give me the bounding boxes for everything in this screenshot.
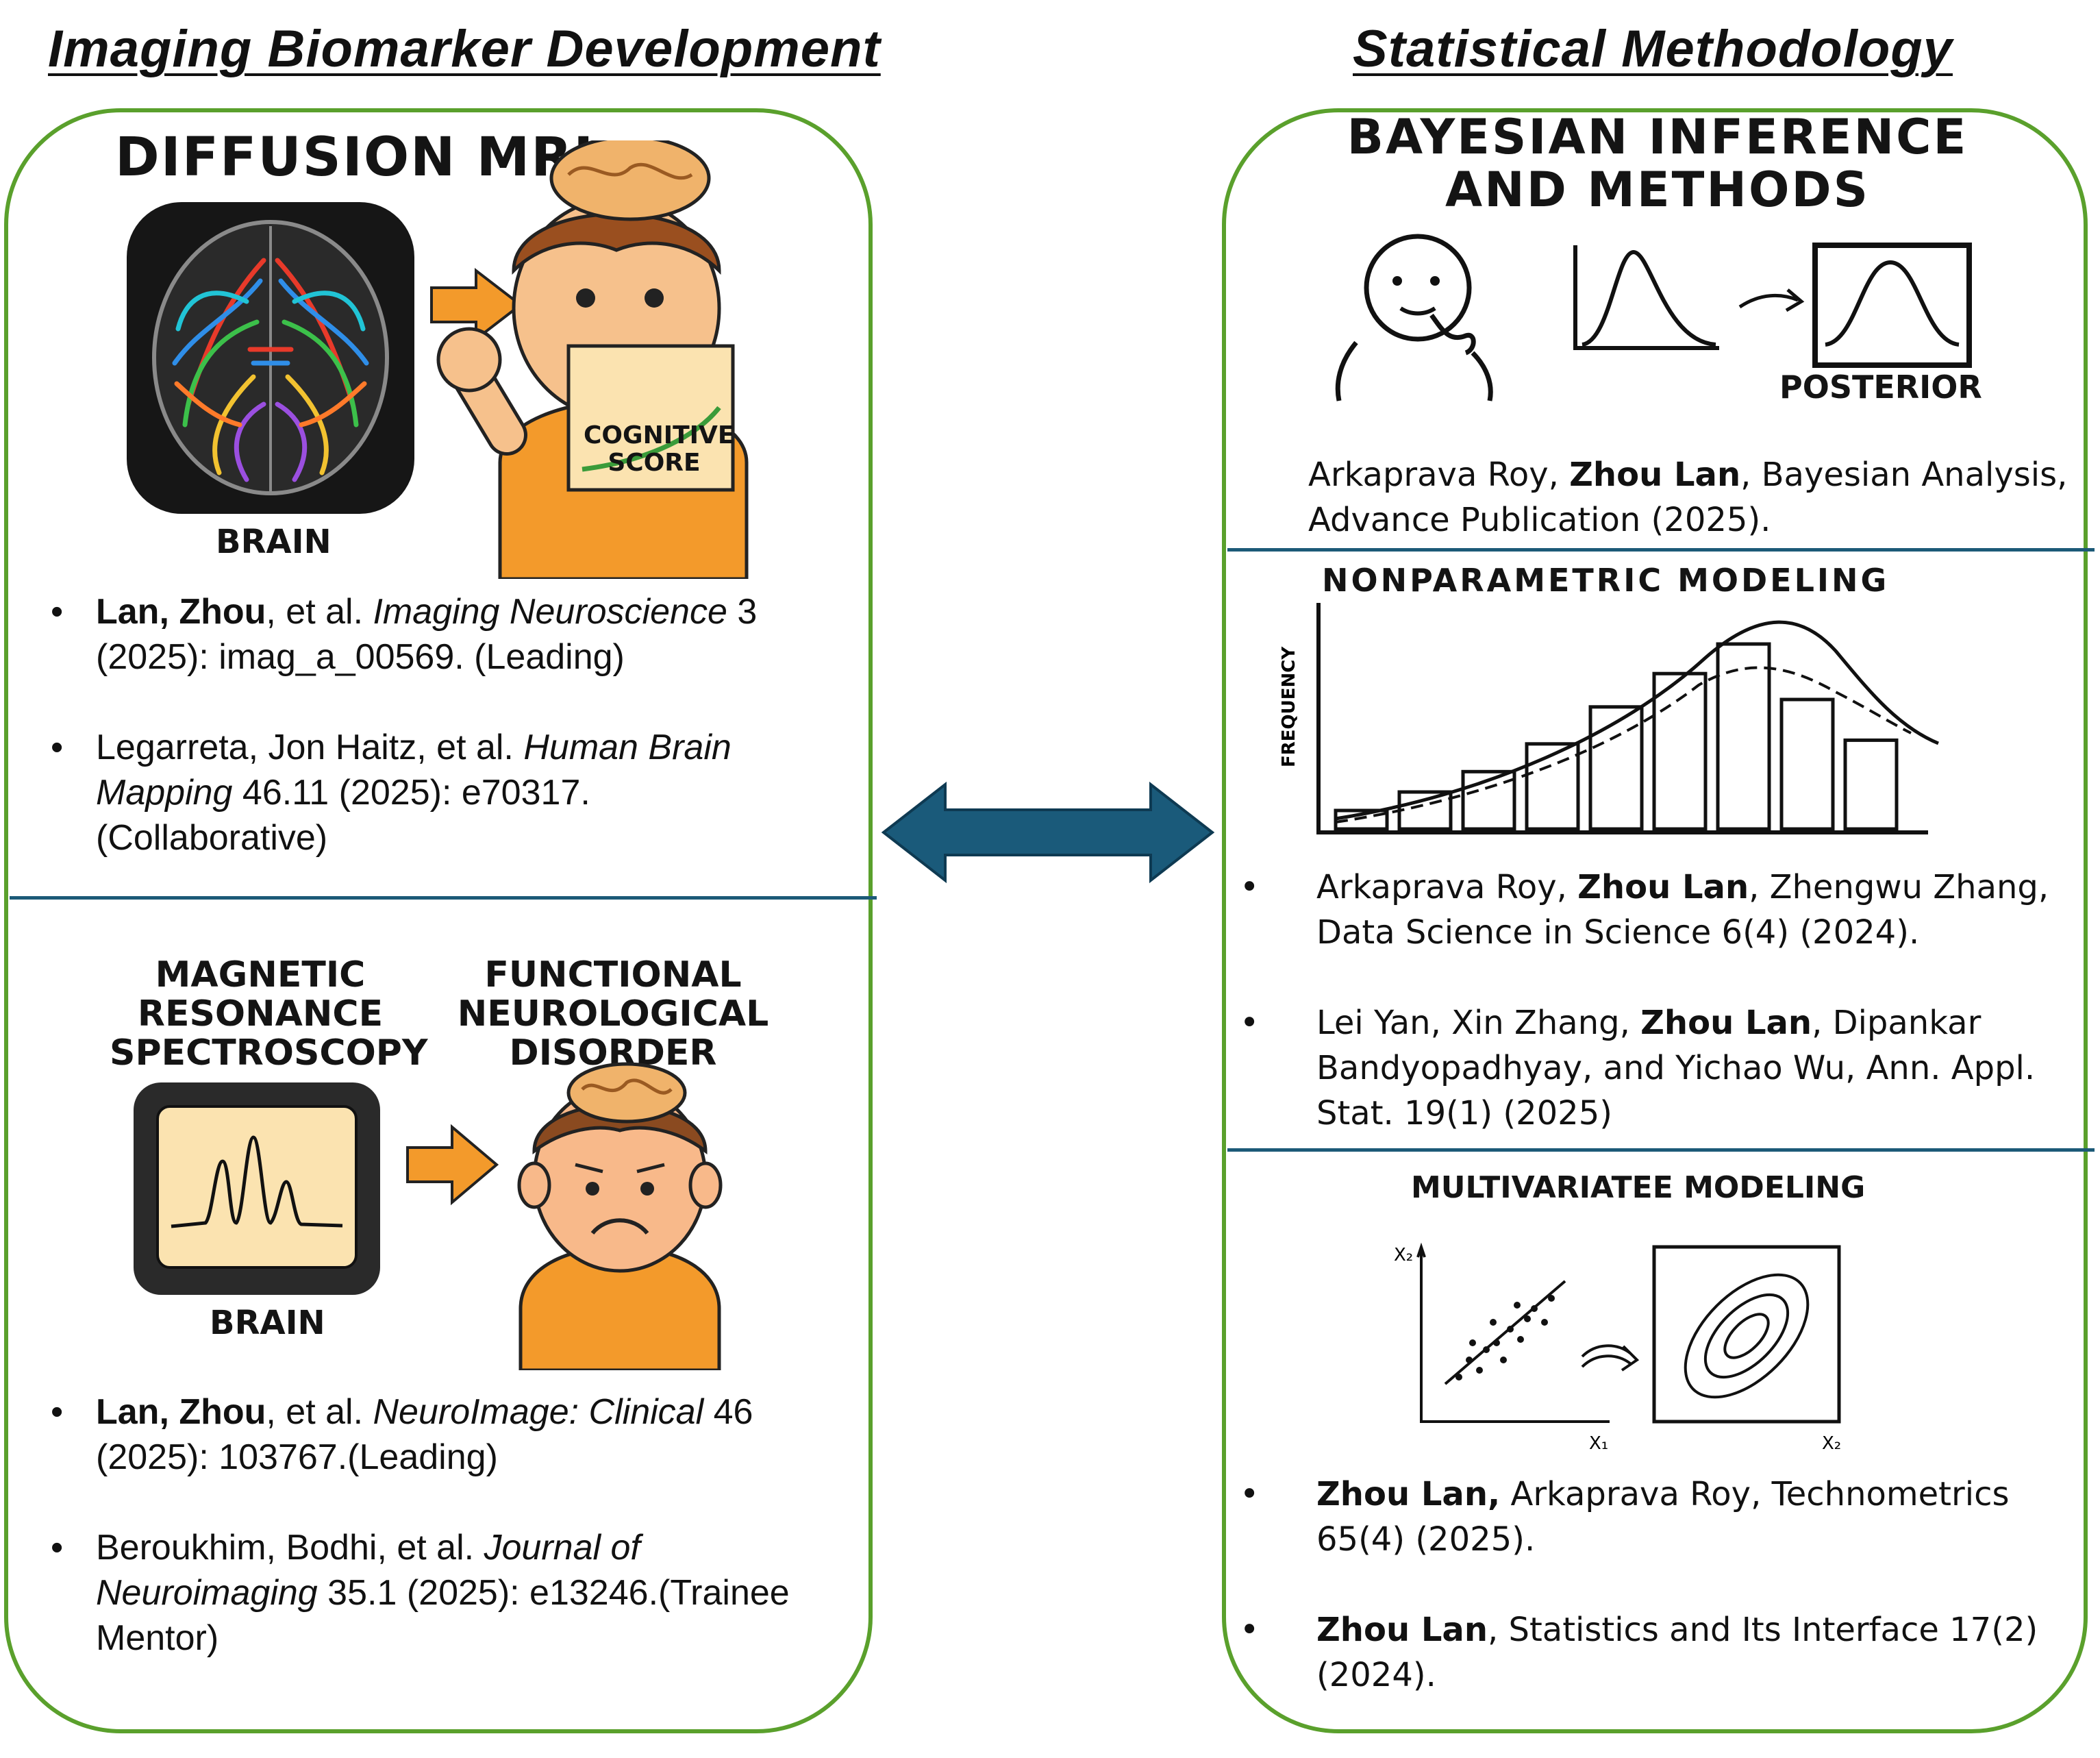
mrs-heading-line-3: SPECTROSCOPY bbox=[110, 1032, 428, 1074]
spectroscopy-monitor-image bbox=[134, 1082, 380, 1295]
ref-bayesian-analysis: Arkaprava Roy, Zhou Lan, Bayesian Analys… bbox=[1260, 452, 2100, 543]
ref-author-bold: Lan, Zhou bbox=[96, 592, 266, 632]
ref-author-bold: Zhou Lan bbox=[1640, 1004, 1812, 1042]
ref-rest: 46 (2025): 103767.(Leading) bbox=[96, 1392, 753, 1477]
ref-journal: Imaging Neuroscience bbox=[373, 592, 727, 632]
histogram-chart: FREQUENCY bbox=[1279, 603, 1939, 834]
multivariate-diagram: X₂ X₁ X₂ bbox=[1394, 1242, 1841, 1452]
ref-journal: NeuroImage: Clinical bbox=[373, 1392, 704, 1432]
ref-rest: , Statistics and Its Interface 17(2) (20… bbox=[1316, 1611, 2038, 1694]
statistics-panel bbox=[1222, 108, 2088, 1733]
right-divider-2 bbox=[1227, 1148, 2095, 1152]
histogram-bar bbox=[1397, 790, 1453, 831]
nonparam-refs: •Arkaprava Roy, Zhou Lan, Zhengwu Zhang,… bbox=[1240, 865, 2062, 1136]
ref-pre: Legarreta, Jon Haitz, et al. bbox=[96, 728, 524, 767]
multivariate-heading: MULTIVARIATEE MODELING bbox=[1411, 1170, 1866, 1205]
ref-pre: Arkaprava Roy, bbox=[1316, 868, 1578, 906]
histogram-bar bbox=[1652, 671, 1708, 831]
fnd-heading: FUNCTIONAL NEUROLOGICAL DISORDER bbox=[455, 954, 771, 1074]
mrs-brain-label: BRAIN bbox=[210, 1304, 325, 1342]
mrs-heading: MAGNETIC RESONANCE SPECTROSCOPY bbox=[110, 954, 428, 1074]
histogram-bar bbox=[1461, 769, 1516, 831]
bullet: • bbox=[1240, 1004, 1260, 1042]
dmri-brain-label: BRAIN bbox=[216, 523, 332, 561]
imaging-refs-bottom: •Lan, Zhou, et al. NeuroImage: Clinical … bbox=[48, 1389, 815, 1661]
bidirectional-arrow-icon bbox=[881, 781, 1215, 884]
tractography-brain-image bbox=[127, 202, 414, 514]
ref-author-bold: Zhou Lan bbox=[1569, 456, 1741, 494]
ref-rest: , Dipankar Bandyopadhyay, and Yichao Wu,… bbox=[1316, 1004, 2036, 1132]
posterior-label: POSTERIOR bbox=[1779, 369, 1982, 406]
thinking-person-icon bbox=[1335, 234, 1493, 401]
bullet: • bbox=[1240, 868, 1260, 906]
ref-ann-appl-stat: • Lei Yan, Xin Zhang, Zhou Lan, Dipankar … bbox=[1240, 1000, 2062, 1136]
ref-rest: Arkaprava Roy, Technometrics 65(4) (2025… bbox=[1316, 1475, 2010, 1559]
x2-axis-label-left: X₂ bbox=[1394, 1245, 1413, 1265]
right-section-title: Statistical Methodology bbox=[1353, 20, 1953, 78]
histogram-bar bbox=[1525, 742, 1580, 831]
ref-technometrics: • Zhou Lan, Arkaprava Roy, Technometrics … bbox=[1240, 1472, 2062, 1562]
histogram-bar bbox=[1716, 642, 1771, 831]
ref-pre: , et al. bbox=[266, 1392, 373, 1432]
orange-arrow-icon bbox=[406, 1124, 499, 1206]
ref-journal-of-neuroimaging: • Beroukhim, Bodhi, et al. Journal of Neu… bbox=[48, 1525, 815, 1661]
ref-human-brain-mapping: • Legarreta, Jon Haitz, et al. Human Brai… bbox=[48, 725, 815, 861]
cognitive-score-label: COGNITIVE SCORE bbox=[584, 421, 735, 477]
ref-rest: , Zhengwu Zhang, Data Science in Science… bbox=[1316, 868, 2049, 952]
bayes-heading: BAYESIAN INFERENCE AND METHODS bbox=[1301, 111, 2014, 216]
left-divider bbox=[10, 896, 877, 900]
bullet: • bbox=[1240, 1475, 1260, 1513]
ref-pre: , et al. bbox=[266, 592, 373, 632]
bullet: • bbox=[51, 728, 64, 767]
bayes-heading-line-2: AND METHODS bbox=[1445, 162, 1871, 218]
ref-imaging-neuroscience: •Lan, Zhou, et al. Imaging Neuroscience … bbox=[48, 589, 815, 680]
fnd-heading-line-2: NEUROLOGICAL bbox=[457, 993, 769, 1035]
imaging-refs-top: •Lan, Zhou, et al. Imaging Neuroscience … bbox=[48, 589, 815, 861]
bullet: • bbox=[51, 1392, 64, 1432]
mrs-heading-line-1: MAGNETIC bbox=[155, 954, 366, 995]
ref-author-bold: Zhou Lan, bbox=[1316, 1475, 1501, 1513]
ref-pre: Lei Yan, Xin Zhang, bbox=[1316, 1004, 1641, 1042]
bullet: • bbox=[51, 592, 64, 632]
ref-rest: 35.1 (2025): e13246.(Trainee Mentor) bbox=[96, 1573, 790, 1658]
histogram-bar bbox=[1843, 738, 1899, 831]
bullet: • bbox=[51, 1528, 64, 1568]
ref-pre: Arkaprava Roy, bbox=[1308, 456, 1570, 494]
right-divider-1 bbox=[1227, 548, 2095, 552]
cognitive-score-line-2: SCORE bbox=[608, 448, 701, 477]
multivariate-refs: • Zhou Lan, Arkaprava Roy, Technometrics … bbox=[1240, 1472, 2062, 1698]
ref-journal: Human Brain Mapping bbox=[96, 728, 732, 813]
left-section-title: Imaging Biomarker Development bbox=[48, 20, 881, 78]
diffusion-mri-heading: DIFFUSION MRI bbox=[115, 127, 595, 188]
ref-rest: , Bayesian Analysis, Advance Publication… bbox=[1308, 456, 2068, 539]
ref-author-bold: Zhou Lan bbox=[1316, 1611, 1488, 1649]
fnd-heading-line-1: FUNCTIONAL bbox=[484, 954, 742, 995]
ref-pre: Beroukhim, Bodhi, et al. bbox=[96, 1528, 484, 1568]
ref-journal: Journal of Neuroimaging bbox=[96, 1528, 640, 1613]
x2-axis-label-right: X₂ bbox=[1822, 1433, 1841, 1452]
worried-kid-illustration bbox=[517, 1062, 723, 1370]
orange-arrow-icon bbox=[430, 267, 523, 343]
frequency-axis-label: FREQUENCY bbox=[1279, 646, 1299, 767]
imaging-panel bbox=[4, 108, 873, 1733]
ref-author-bold: Lan, Zhou bbox=[96, 1392, 266, 1432]
ref-rest: 46.11 (2025): e70317. (Collaborative) bbox=[96, 773, 590, 858]
nonparametric-heading: NONPARAMETRIC MODELING bbox=[1322, 562, 1890, 599]
ref-rest: 3 (2025): imag_a_00569. (Leading) bbox=[96, 592, 758, 677]
ref-data-science: • Arkaprava Roy, Zhou Lan, Zhengwu Zhang,… bbox=[1240, 865, 2062, 955]
cognitive-score-line-1: COGNITIVE bbox=[584, 421, 735, 449]
bayes-heading-line-1: BAYESIAN INFERENCE bbox=[1347, 109, 1968, 165]
ref-neuroimage-clinical: •Lan, Zhou, et al. NeuroImage: Clinical … bbox=[48, 1389, 815, 1480]
bullet: • bbox=[1240, 1611, 1260, 1649]
ref-author-bold: Zhou Lan bbox=[1577, 868, 1749, 906]
mrs-heading-line-2: RESONANCE bbox=[137, 993, 384, 1035]
x1-axis-label: X₁ bbox=[1589, 1433, 1608, 1452]
ref-statistics-interface: • Zhou Lan, Statistics and Its Interface … bbox=[1240, 1607, 2062, 1698]
histogram-bar bbox=[1588, 705, 1644, 831]
histogram-bar bbox=[1779, 697, 1835, 831]
prior-posterior-diagram bbox=[1573, 243, 1972, 368]
histogram-bar bbox=[1334, 808, 1389, 831]
happy-kid-illustration bbox=[436, 140, 749, 579]
